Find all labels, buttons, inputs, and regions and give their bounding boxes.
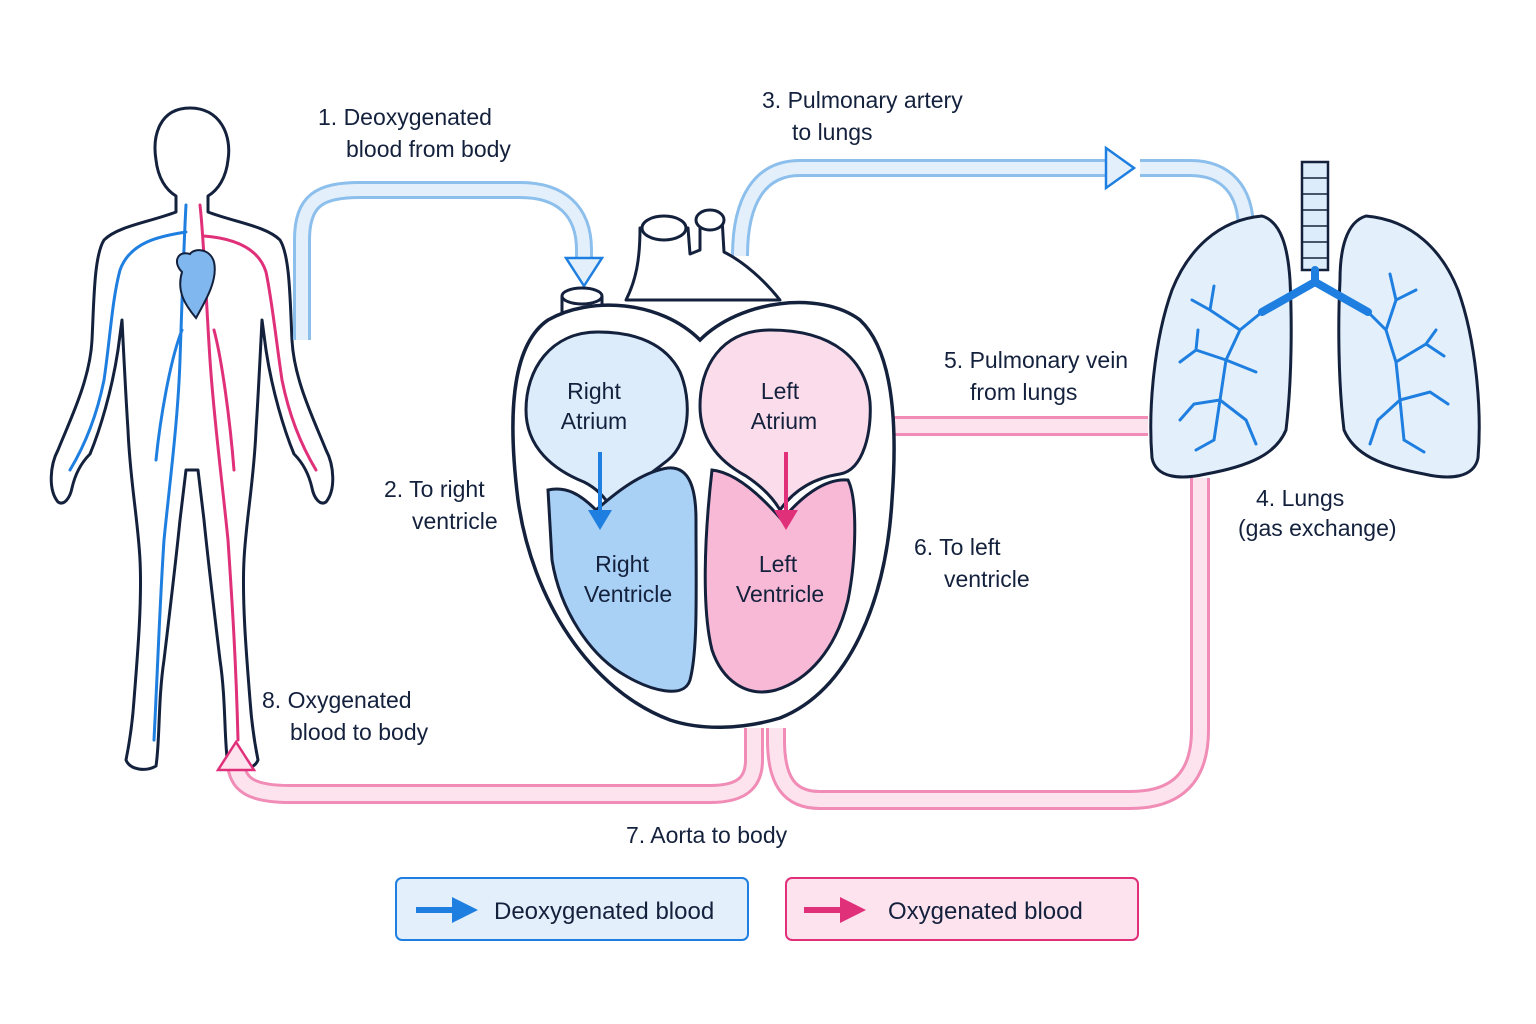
heart-vessel-opening-1 (640, 214, 688, 242)
right-ventricle-chamber (546, 466, 698, 693)
left-bronchial-tree (1366, 272, 1450, 454)
arrowhead-left-ventricle (774, 510, 798, 530)
human-body-figure (49, 106, 335, 771)
left-atrium-chamber (698, 328, 872, 513)
heart-vessel-opening-2 (694, 208, 726, 232)
flow-arrow-body-to-heart (293, 181, 593, 340)
trachea-rings (1302, 177, 1328, 259)
left-lung (1337, 214, 1481, 479)
flow-arrow-lungs-to-aorta-inner (769, 478, 1207, 807)
flow-arrowhead-into-right-atrium (563, 256, 605, 289)
lungs-diagram (1149, 160, 1481, 479)
vena-cava-opening (560, 286, 604, 306)
legend-oxygenated-label: Oxygenated blood (888, 898, 1083, 925)
right-bronchial-tree (1178, 284, 1264, 452)
flow-arrow-body-to-heart-inner (296, 184, 590, 340)
trachea (1300, 160, 1330, 272)
legend-item-oxygenated: Oxygenated blood (785, 877, 1139, 941)
arrowhead-right-ventricle (588, 510, 612, 530)
flow-arrow-pulmonary-artery (731, 159, 1118, 257)
label-step-4: 4. Lungs(gas exchange) (1238, 485, 1397, 541)
body-heart-icon (175, 249, 216, 320)
flow-arrow-into-lungs-inner (1140, 162, 1252, 231)
bronchi (1258, 266, 1372, 316)
flow-arrowhead-into-body (215, 739, 257, 772)
label-step-7: 7. Aorta to body (626, 822, 788, 848)
legend: Deoxygenated blood Oxygenated blood (395, 877, 1139, 941)
legend-oxygenated-arrowhead-icon (840, 897, 866, 923)
flow-arrow-aorta-to-body-inner (229, 728, 761, 801)
legend-item-deoxygenated: Deoxygenated blood (395, 877, 749, 941)
right-lung (1149, 214, 1293, 479)
legend-deoxygenated-arrowhead-icon (452, 897, 478, 923)
legend-deoxygenated-label: Deoxygenated blood (494, 898, 714, 925)
flow-arrow-pulmonary-artery-inner (734, 162, 1118, 257)
flow-arrowhead-pulmonary-artery (1104, 145, 1137, 191)
body-outline (49, 106, 335, 771)
